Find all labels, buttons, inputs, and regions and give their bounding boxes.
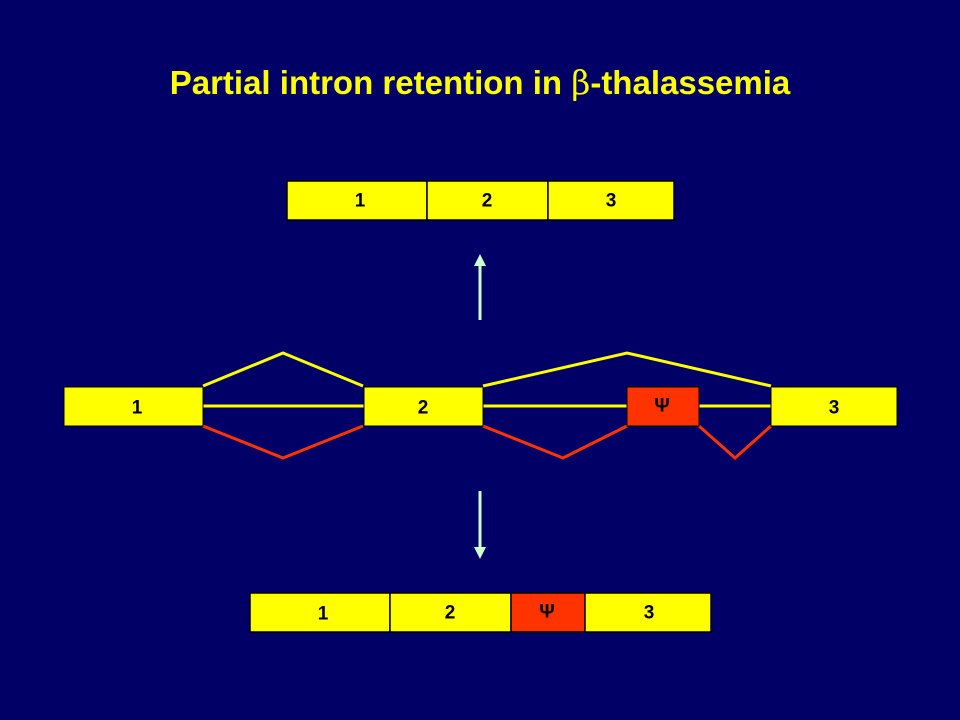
exon-1 xyxy=(286,180,428,221)
exon-label: 2 xyxy=(445,603,456,624)
arrow-up-icon xyxy=(474,254,486,320)
exon-label: 3 xyxy=(644,603,655,624)
exon-label: Ψ xyxy=(539,602,554,623)
pre-mrna xyxy=(63,351,898,461)
exon-1 xyxy=(63,386,204,427)
exon-label: 2 xyxy=(482,191,493,212)
pseudo-exon-psi xyxy=(626,386,700,427)
normal-splice-1 xyxy=(202,351,364,388)
exon-2 xyxy=(426,180,549,221)
exon-label: 1 xyxy=(132,398,143,419)
aberrant-mrna xyxy=(249,592,712,633)
normal-splice-2 xyxy=(482,351,772,388)
arrow-down-icon xyxy=(474,491,486,559)
exon-label: Ψ xyxy=(654,396,669,417)
exon-label: 2 xyxy=(418,398,429,419)
exon-2 xyxy=(389,592,512,633)
slide-title: Partial intron retention in β-thalassemi… xyxy=(170,63,791,102)
exon-3 xyxy=(547,180,675,221)
exon-label: 3 xyxy=(829,398,840,419)
exon-3 xyxy=(584,592,712,633)
exon-3 xyxy=(770,386,898,427)
aberrant-splice-1 xyxy=(202,424,364,460)
pseudo-exon-psi xyxy=(510,592,586,633)
aberrant-splice-3 xyxy=(698,424,772,461)
aberrant-splice-2 xyxy=(482,424,628,460)
normal-mrna xyxy=(286,180,675,221)
exon-label: 1 xyxy=(318,604,329,625)
exon-2 xyxy=(363,386,484,427)
exon-label: 3 xyxy=(606,191,617,212)
exon-label: 1 xyxy=(355,191,366,212)
